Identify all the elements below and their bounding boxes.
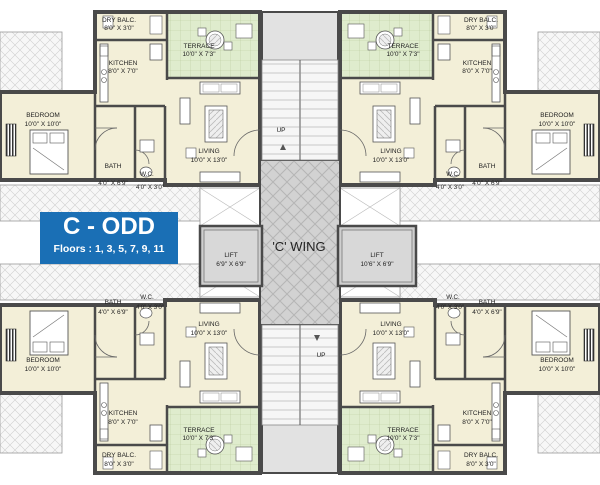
unit-top-left bbox=[0, 10, 262, 228]
unit-top-right bbox=[338, 10, 600, 228]
lift-left bbox=[198, 224, 264, 288]
tl-wc-size: 4'0" X 3'0" bbox=[136, 184, 164, 191]
br-living-size: 10'0" X 13'0" bbox=[373, 330, 410, 337]
bl-dry-balcony-name: DRY BALC. bbox=[102, 452, 136, 459]
tr-bedroom-size: 10'0" X 10'0" bbox=[539, 121, 576, 128]
br-terrace-name: TERRACE bbox=[387, 427, 419, 434]
tr-kitchen-name: KITCHEN bbox=[463, 60, 492, 67]
bl-kitchen-name: KITCHEN bbox=[109, 410, 138, 417]
br-kitchen-name: KITCHEN bbox=[463, 410, 492, 417]
bl-dry-balcony-size: 8'0" X 3'0" bbox=[104, 461, 134, 468]
bl-wc-size: 4'0" X 3'0" bbox=[136, 304, 164, 311]
lift-left-size: 6'9" X 6'9" bbox=[216, 261, 246, 268]
bl-kitchen-size: 8'0" X 7'0" bbox=[108, 419, 138, 426]
lift-right-size: 10'6" X 6'9" bbox=[360, 261, 394, 268]
br-bath-name: BATH bbox=[479, 299, 496, 306]
br-bedroom-name: BEDROOM bbox=[540, 357, 574, 364]
br-wc-size: 4'0" X 3'0" bbox=[436, 304, 464, 311]
tr-dry-balcony-size: 8'0" X 3'0" bbox=[466, 25, 496, 32]
tl-terrace-size: 10'0" X 7'3" bbox=[182, 51, 216, 58]
stair-up-label-bottom: UP bbox=[316, 352, 325, 359]
bl-bath-name: BATH bbox=[105, 299, 122, 306]
lift-left-name: LIFT bbox=[224, 252, 237, 259]
lift-right bbox=[336, 224, 418, 288]
tl-bedroom-size: 10'0" X 10'0" bbox=[25, 121, 62, 128]
tr-living-name: LIVING bbox=[380, 148, 401, 155]
wing-floor-badge: C - ODD Floors : 1, 3, 5, 7, 9, 11 bbox=[40, 212, 178, 264]
stair-up-label-top: UP bbox=[276, 127, 285, 134]
staircase-top bbox=[261, 11, 339, 161]
br-terrace-size: 10'0" X 7'3" bbox=[386, 435, 420, 442]
tr-wc-size: 4'0" X 3'0" bbox=[436, 184, 464, 191]
badge-floors: Floors : 1, 3, 5, 7, 9, 11 bbox=[53, 243, 165, 255]
br-bath-size: 4'0" X 6'9" bbox=[472, 309, 502, 316]
bl-bath-size: 4'0" X 6'9" bbox=[98, 309, 128, 316]
tr-terrace-name: TERRACE bbox=[387, 43, 419, 50]
tl-bath-name: BATH bbox=[105, 163, 122, 170]
tr-wc-name: W.C. bbox=[446, 171, 460, 178]
bl-terrace-name: TERRACE bbox=[183, 427, 215, 434]
bl-bedroom-size: 10'0" X 10'0" bbox=[25, 366, 62, 373]
tr-living-size: 10'0" X 13'0" bbox=[373, 157, 410, 164]
wing-label: 'C' WING bbox=[272, 239, 325, 254]
tr-bedroom-name: BEDROOM bbox=[540, 112, 574, 119]
tl-living-size: 10'0" X 13'0" bbox=[191, 157, 228, 164]
tr-terrace-size: 10'0" X 7'3" bbox=[386, 51, 420, 58]
tr-bath-size: 4'0" X 6'9" bbox=[472, 180, 502, 187]
br-dry-balcony-name: DRY BALC. bbox=[464, 452, 498, 459]
bl-living-name: LIVING bbox=[198, 321, 219, 328]
bl-bedroom-name: BEDROOM bbox=[26, 357, 60, 364]
badge-title: C - ODD bbox=[63, 213, 155, 240]
tr-dry-balcony-name: DRY BALC. bbox=[464, 17, 498, 24]
tl-bath-size: 4'0" X 6'9" bbox=[98, 180, 128, 187]
bl-wc-name: W.C. bbox=[140, 294, 154, 301]
br-dry-balcony-size: 8'0" X 3'0" bbox=[466, 461, 496, 468]
br-kitchen-size: 8'0" X 7'0" bbox=[462, 419, 492, 426]
staircase-bottom bbox=[261, 324, 339, 474]
tr-kitchen-size: 8'0" X 7'0" bbox=[462, 68, 492, 75]
br-living-name: LIVING bbox=[380, 321, 401, 328]
corridor bbox=[259, 159, 341, 326]
tr-bath-name: BATH bbox=[479, 163, 496, 170]
tl-dry-balcony-size: 8'0" X 3'0" bbox=[104, 25, 134, 32]
tl-wc-name: W.C. bbox=[140, 171, 154, 178]
bl-living-size: 10'0" X 13'0" bbox=[191, 330, 228, 337]
tl-dry-balcony-name: DRY BALC. bbox=[102, 17, 136, 24]
br-wc-name: W.C. bbox=[446, 294, 460, 301]
tl-living-name: LIVING bbox=[198, 148, 219, 155]
br-bedroom-size: 10'0" X 10'0" bbox=[539, 366, 576, 373]
bl-terrace-size: 10'0" X 7'3" bbox=[182, 435, 216, 442]
tl-kitchen-size: 8'0" X 7'0" bbox=[108, 68, 138, 75]
tl-terrace-name: TERRACE bbox=[183, 43, 215, 50]
lift-right-name: LIFT bbox=[370, 252, 383, 259]
tl-kitchen-name: KITCHEN bbox=[109, 60, 138, 67]
tl-bedroom-name: BEDROOM bbox=[26, 112, 60, 119]
